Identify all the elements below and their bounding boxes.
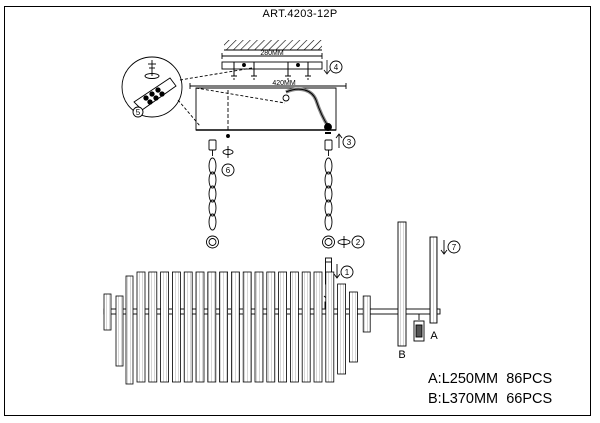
rod-b	[397, 221, 407, 347]
left-chain	[206, 139, 219, 249]
step-7-marker	[440, 240, 461, 255]
hanging-pendant	[413, 314, 425, 342]
legend-row-b: B:L370MM 66PCS	[428, 391, 552, 407]
crystal-rod	[195, 271, 205, 383]
crystal-rod	[207, 271, 217, 383]
crystal-rod	[115, 295, 124, 367]
rod-a-label: A	[430, 330, 438, 342]
canopy-body	[189, 83, 347, 138]
step-7-label: 7	[452, 243, 457, 252]
step-6-marker	[221, 146, 235, 177]
mounting-bracket	[221, 53, 323, 80]
drawing-frame	[4, 6, 591, 416]
crystal-rod	[125, 275, 134, 385]
step-2-marker	[337, 235, 365, 249]
crystal-rod	[289, 271, 299, 383]
legend-length: L370MM	[441, 391, 499, 407]
rod-a	[429, 236, 438, 324]
crystal-rod	[278, 271, 288, 383]
bracket-width-label: 280MM	[260, 50, 284, 57]
step-6-label: 6	[226, 166, 231, 175]
drawing-title: ART.4203-12P	[262, 8, 338, 20]
crystal-rod	[148, 271, 158, 383]
detail-callout-5	[121, 56, 253, 127]
crystal-rod	[362, 295, 371, 333]
step-3-marker	[335, 133, 356, 149]
crystal-rod	[348, 291, 358, 363]
body-width-label: 420MM	[272, 80, 296, 87]
legend-quantity: 66PCS	[506, 391, 553, 407]
legend-code: A:	[428, 371, 442, 387]
crystal-rod	[301, 271, 311, 383]
crystal-rod	[337, 283, 347, 375]
legend-row-a: A:L250MM 86PCS	[428, 371, 552, 387]
crystal-rod	[325, 271, 335, 383]
crystal-rod	[103, 293, 112, 331]
step-1-marker	[333, 264, 354, 279]
step-2-label: 2	[356, 238, 361, 247]
svg-text:4: 4	[334, 63, 339, 72]
crystal-rod	[160, 271, 170, 383]
crystal-rod	[242, 271, 252, 383]
crystal-rod	[254, 271, 264, 383]
legend-quantity: 86PCS	[506, 371, 553, 387]
crystal-rod	[266, 271, 276, 383]
crystal-rod	[219, 271, 229, 383]
crystal-rod	[183, 271, 193, 383]
crystal-rod	[230, 271, 240, 383]
ceiling-hatch	[224, 40, 322, 51]
rod-b-label: B	[398, 349, 405, 361]
legend-length: L250MM	[441, 371, 499, 387]
crystal-rod	[313, 271, 323, 383]
step-4-marker: 4	[323, 60, 343, 75]
legend-code: B:	[428, 391, 442, 407]
step-1-label: 1	[345, 268, 350, 277]
crystal-rod	[171, 271, 181, 383]
crystal-rod-cluster	[103, 271, 371, 385]
step-5-label: 5	[136, 108, 141, 117]
step-3-label: 3	[347, 138, 352, 147]
crystal-rod	[136, 271, 146, 383]
